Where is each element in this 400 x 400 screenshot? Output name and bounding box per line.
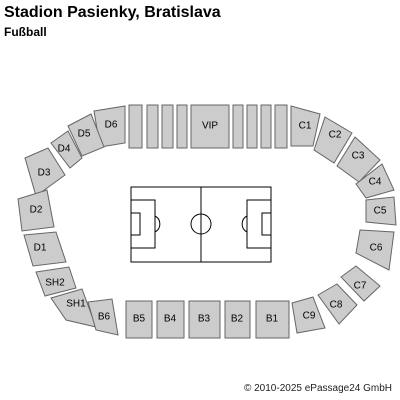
section-b2[interactable]: [224, 300, 251, 339]
football-pitch: [130, 186, 272, 263]
section-sh2[interactable]: [35, 266, 77, 297]
section-d2[interactable]: [17, 189, 55, 232]
section-b1[interactable]: [255, 300, 290, 339]
section-c6[interactable]: [355, 229, 395, 271]
section-top-7[interactable]: [260, 104, 272, 149]
section-d1[interactable]: [23, 231, 67, 267]
section-c2[interactable]: [313, 116, 353, 164]
section-b6[interactable]: [87, 298, 119, 336]
section-c8[interactable]: [317, 283, 358, 325]
event-type: Fußball: [4, 25, 47, 39]
section-top-3[interactable]: [161, 104, 174, 149]
section-c5[interactable]: [365, 196, 397, 226]
section-d4[interactable]: [50, 130, 83, 169]
section-b5[interactable]: [125, 300, 153, 339]
section-c7[interactable]: [340, 265, 381, 302]
section-c4[interactable]: [355, 163, 395, 199]
section-top-4[interactable]: [176, 104, 188, 149]
section-top-6[interactable]: [246, 104, 258, 149]
copyright-notice: © 2010-2025 ePassage24 GmbH: [243, 383, 392, 394]
section-c1[interactable]: [290, 105, 321, 147]
section-b4[interactable]: [156, 300, 185, 339]
section-d5[interactable]: [67, 113, 105, 157]
section-top-5[interactable]: [232, 104, 244, 149]
page-title: Stadion Pasienky, Bratislava: [4, 4, 221, 21]
section-d3[interactable]: [24, 147, 66, 197]
section-top-8[interactable]: [274, 104, 288, 149]
section-c9[interactable]: [291, 296, 326, 334]
section-top-1[interactable]: [128, 104, 143, 149]
section-vip[interactable]: [190, 104, 230, 149]
section-b3[interactable]: [188, 300, 221, 339]
section-top-2[interactable]: [146, 104, 159, 149]
